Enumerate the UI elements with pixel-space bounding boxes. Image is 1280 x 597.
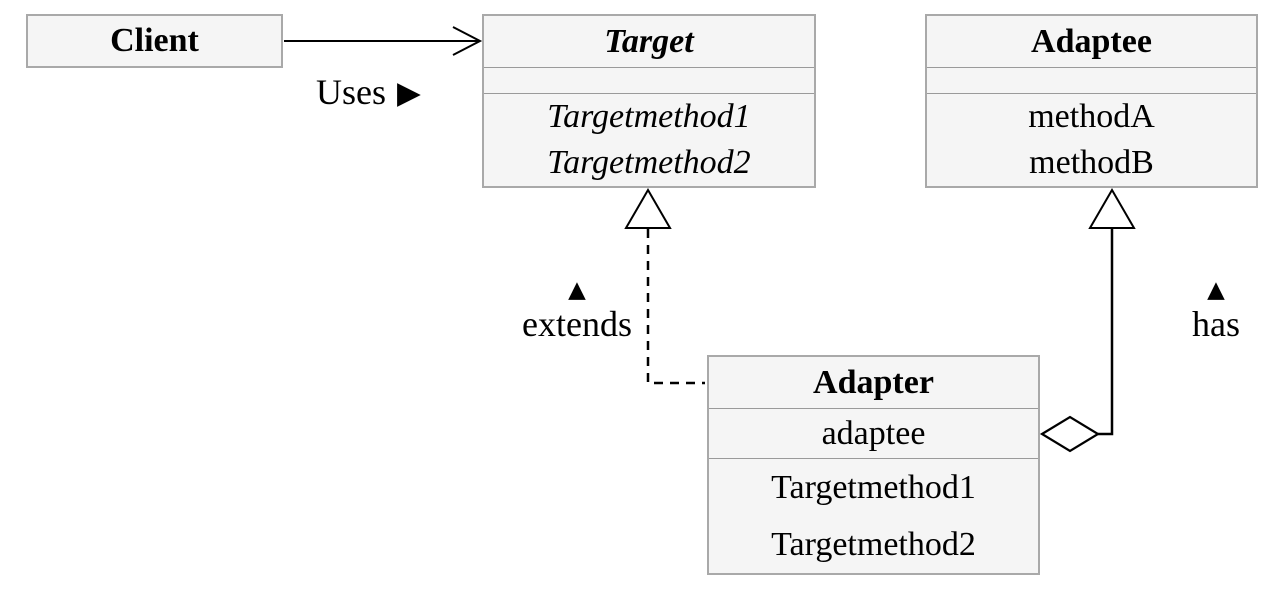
uses-direction-right-triangle-icon: ▶ bbox=[397, 74, 421, 111]
has-hollow-triangle-icon bbox=[1088, 188, 1136, 229]
client-class-name: Client bbox=[110, 22, 199, 59]
has-label-text: has bbox=[1192, 303, 1240, 344]
adapter-attribute-adaptee: adaptee bbox=[821, 414, 926, 452]
class-box-client: Client bbox=[26, 14, 283, 68]
extends-direction-up-triangle-icon: ▲ bbox=[568, 277, 586, 303]
class-box-adapter: Adapter adaptee Targetmethod1 Targetmeth… bbox=[707, 355, 1040, 575]
target-methods-compartment: Targetmethod1 Targetmethod2 bbox=[484, 93, 814, 186]
class-box-adaptee: Adaptee methodA methodB bbox=[925, 14, 1258, 188]
adapter-method-1: Targetmethod1 bbox=[771, 468, 976, 506]
has-association-line bbox=[1098, 229, 1114, 436]
adaptee-attributes-compartment bbox=[927, 67, 1256, 93]
uses-label-text: Uses bbox=[316, 72, 386, 112]
target-method-1: Targetmethod1 bbox=[547, 98, 751, 136]
adaptee-methods-compartment: methodA methodB bbox=[927, 93, 1256, 186]
extends-hollow-triangle-icon bbox=[624, 188, 672, 229]
target-class-name: Target bbox=[604, 22, 694, 60]
adaptee-method-b: methodB bbox=[1029, 144, 1154, 182]
adapter-method-2: Targetmethod2 bbox=[771, 525, 976, 563]
extends-dashed-line bbox=[646, 229, 705, 385]
has-relation-label: ▲ has bbox=[1166, 277, 1266, 345]
adapter-methods-compartment: Targetmethod1 Targetmethod2 bbox=[709, 458, 1038, 573]
extends-relation-label: ▲ extends bbox=[512, 277, 642, 345]
adaptee-method-a: methodA bbox=[1028, 98, 1155, 136]
extends-label-text: extends bbox=[522, 303, 632, 344]
uses-relation-label: Uses ▶ bbox=[316, 72, 421, 112]
target-attributes-compartment bbox=[484, 67, 814, 93]
adapter-attributes-compartment: adaptee bbox=[709, 408, 1038, 458]
class-box-target: Target Targetmethod1 Targetmethod2 bbox=[482, 14, 816, 188]
target-method-2: Targetmethod2 bbox=[547, 144, 751, 182]
uses-open-arrowhead-icon bbox=[452, 26, 483, 56]
adaptee-class-name: Adaptee bbox=[1031, 22, 1152, 60]
aggregation-diamond-icon bbox=[1039, 415, 1101, 453]
has-direction-up-triangle-icon: ▲ bbox=[1207, 277, 1225, 303]
adapter-class-name: Adapter bbox=[813, 363, 934, 401]
